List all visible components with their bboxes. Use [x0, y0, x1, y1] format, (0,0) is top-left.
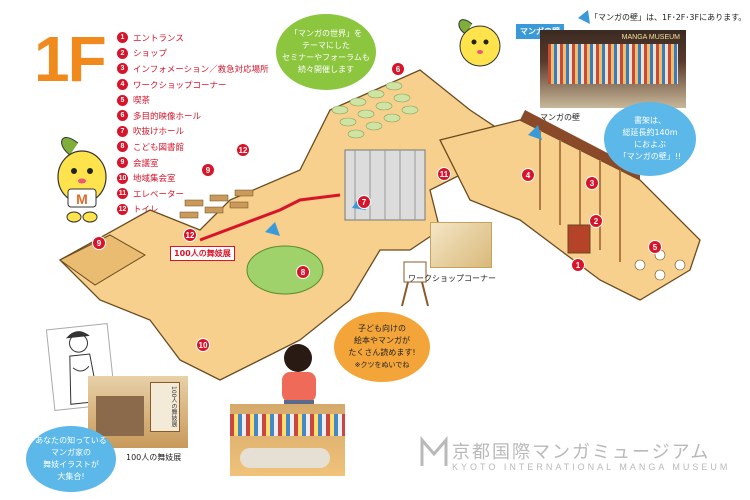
- bubble-line: マンガ家の: [51, 448, 91, 457]
- museum-logo-jp: 京都国際マンガミュージアム: [452, 442, 711, 462]
- legend-num: 11: [117, 188, 128, 200]
- bubble-line: 続々開催します: [298, 65, 354, 74]
- map-marker-7[interactable]: 7: [357, 195, 371, 209]
- children-bubble: 子ども向けの 絵本やマンガが たくさん読めます! ※クツをぬいでね: [334, 312, 430, 382]
- map-marker-8[interactable]: 8: [296, 265, 310, 279]
- legend-label: トイレ: [133, 205, 159, 216]
- museum-logo-icon: [420, 436, 448, 466]
- mascot-icon: M: [57, 137, 107, 223]
- legend-num: 12: [117, 203, 128, 215]
- legend-label: エレベーター: [133, 189, 185, 200]
- legend-label: エントランス: [133, 33, 184, 44]
- bubble-line: 書架は、: [634, 116, 666, 125]
- bubble-line: あなたの知っている: [35, 436, 107, 445]
- legend-label: 吹抜けホール: [133, 127, 185, 138]
- map-marker-4[interactable]: 4: [521, 168, 535, 182]
- legend-label: 会議室: [133, 158, 159, 169]
- manga-wall-photo: MANGA MUSEUM: [540, 30, 686, 108]
- maiko-exhibit-photo: 100人の舞妓展: [88, 376, 188, 448]
- map-marker-3[interactable]: 3: [585, 176, 599, 190]
- bubble-line: 「マンガの世界」を: [290, 29, 362, 38]
- legend-label: ワークショップコーナー: [133, 80, 227, 91]
- legend-item-8[interactable]: 8 こども図書館: [117, 139, 317, 155]
- legend-item-6[interactable]: 6 多目的映像ホール: [117, 108, 317, 124]
- legend-num: 3: [117, 63, 128, 75]
- museum-logo-en: KYOTO INTERNATIONAL MANGA MUSEUM: [452, 462, 731, 472]
- legend-num: 10: [117, 172, 128, 184]
- map-marker-1[interactable]: 1: [571, 258, 585, 272]
- map-marker-10[interactable]: 10: [196, 338, 210, 352]
- bubble-line: 大集合!: [57, 472, 85, 481]
- legend-item-11[interactable]: 11 エレベーター: [117, 186, 317, 202]
- legend-num: 1: [117, 32, 128, 44]
- artists-bubble: あなたの知っている マンガ家の 舞妓イラストが 大集合!: [26, 426, 116, 492]
- map-marker-2[interactable]: 2: [589, 214, 603, 228]
- legend-item-7[interactable]: 7 吹抜けホール: [117, 124, 317, 140]
- legend-item-2[interactable]: 2 ショップ: [117, 46, 317, 62]
- legend-item-9[interactable]: 9 会議室: [117, 155, 317, 171]
- legend-label: インフォメーション／救急対応場所: [133, 64, 269, 75]
- legend-num: 5: [117, 94, 128, 106]
- legend-num: 4: [117, 79, 128, 91]
- bubble-line: 絵本やマンガが: [354, 336, 410, 345]
- bubble-line: 子ども向けの: [358, 324, 406, 333]
- bubble-line: たくさん読めます!: [348, 348, 416, 357]
- manga-wall-bubble: 書架は、 総延長約140m におよぶ 「マンガの壁」!!: [604, 102, 696, 176]
- map-marker-12-top[interactable]: 12: [236, 143, 250, 157]
- svg-text:M: M: [76, 191, 88, 207]
- bubble-line: におよぶ: [634, 140, 666, 149]
- bubble-line: ※クツをぬいでね: [354, 361, 410, 369]
- mascot-top-right-icon: [458, 19, 501, 67]
- floor-title: 1F: [34, 23, 107, 95]
- legend-label: 喫茶: [133, 96, 151, 107]
- manga-wall-caption: マンガの壁: [540, 113, 580, 122]
- legend-item-10[interactable]: 10 地域集会室: [117, 170, 317, 186]
- legend-num: 9: [117, 157, 128, 169]
- seminar-bubble: 「マンガの世界」を テーマにした セミナーやフォーラムも 続々開催します: [276, 14, 376, 90]
- legend-item-12[interactable]: 12 トイレ: [117, 202, 317, 218]
- workshop-caption: ワークショップコーナー: [408, 274, 496, 283]
- maiko-caption: 100人の舞妓展: [126, 453, 182, 462]
- legend-item-5[interactable]: 5 喫茶: [117, 92, 317, 108]
- map-marker-9-top[interactable]: 9: [201, 163, 215, 177]
- legend-label: ショップ: [133, 49, 168, 60]
- legend-num: 2: [117, 47, 128, 59]
- kids-library-photo: [230, 404, 345, 476]
- legend-label: こども図書館: [133, 142, 185, 153]
- photo-sign: MANGA MUSEUM: [621, 34, 680, 41]
- map-marker-9-left[interactable]: 9: [92, 236, 106, 250]
- legend: 1 エントランス 2 ショップ 3 インフォメーション／救急対応場所 4 ワークショップ…: [117, 30, 317, 217]
- poster-text: 100人の舞妓展: [170, 386, 177, 428]
- legend-num: 7: [117, 125, 128, 137]
- bubble-line: 総延長約140m: [622, 128, 678, 137]
- map-marker-11[interactable]: 11: [437, 167, 451, 181]
- map-marker-6[interactable]: 6: [391, 62, 405, 76]
- legend-item-3[interactable]: 3 インフォメーション／救急対応場所: [117, 61, 317, 77]
- map-marker-12-left[interactable]: 12: [183, 228, 197, 242]
- bubble-line: 舞妓イラストが: [43, 460, 99, 469]
- legend-item-1[interactable]: 1 エントランス: [117, 30, 317, 46]
- legend-label: 多目的映像ホール: [133, 111, 202, 122]
- bubble-line: テーマにした: [302, 41, 350, 50]
- workshop-photo: [430, 222, 492, 268]
- easel-icon: [401, 261, 429, 307]
- maiko-map-tag: 100人の舞妓展: [170, 246, 235, 261]
- map-marker-5[interactable]: 5: [648, 240, 662, 254]
- legend-num: 8: [117, 141, 128, 153]
- bubble-line: 「マンガの壁」!!: [618, 152, 682, 161]
- bubble-line: セミナーやフォーラムも: [282, 53, 370, 62]
- legend-num: 6: [117, 110, 128, 122]
- legend-label: 地域集会室: [133, 174, 176, 185]
- manga-wall-note: 「マンガの壁」は、1F･2F･3Fにあります。: [590, 13, 747, 22]
- legend-item-4[interactable]: 4 ワークショップコーナー: [117, 77, 317, 93]
